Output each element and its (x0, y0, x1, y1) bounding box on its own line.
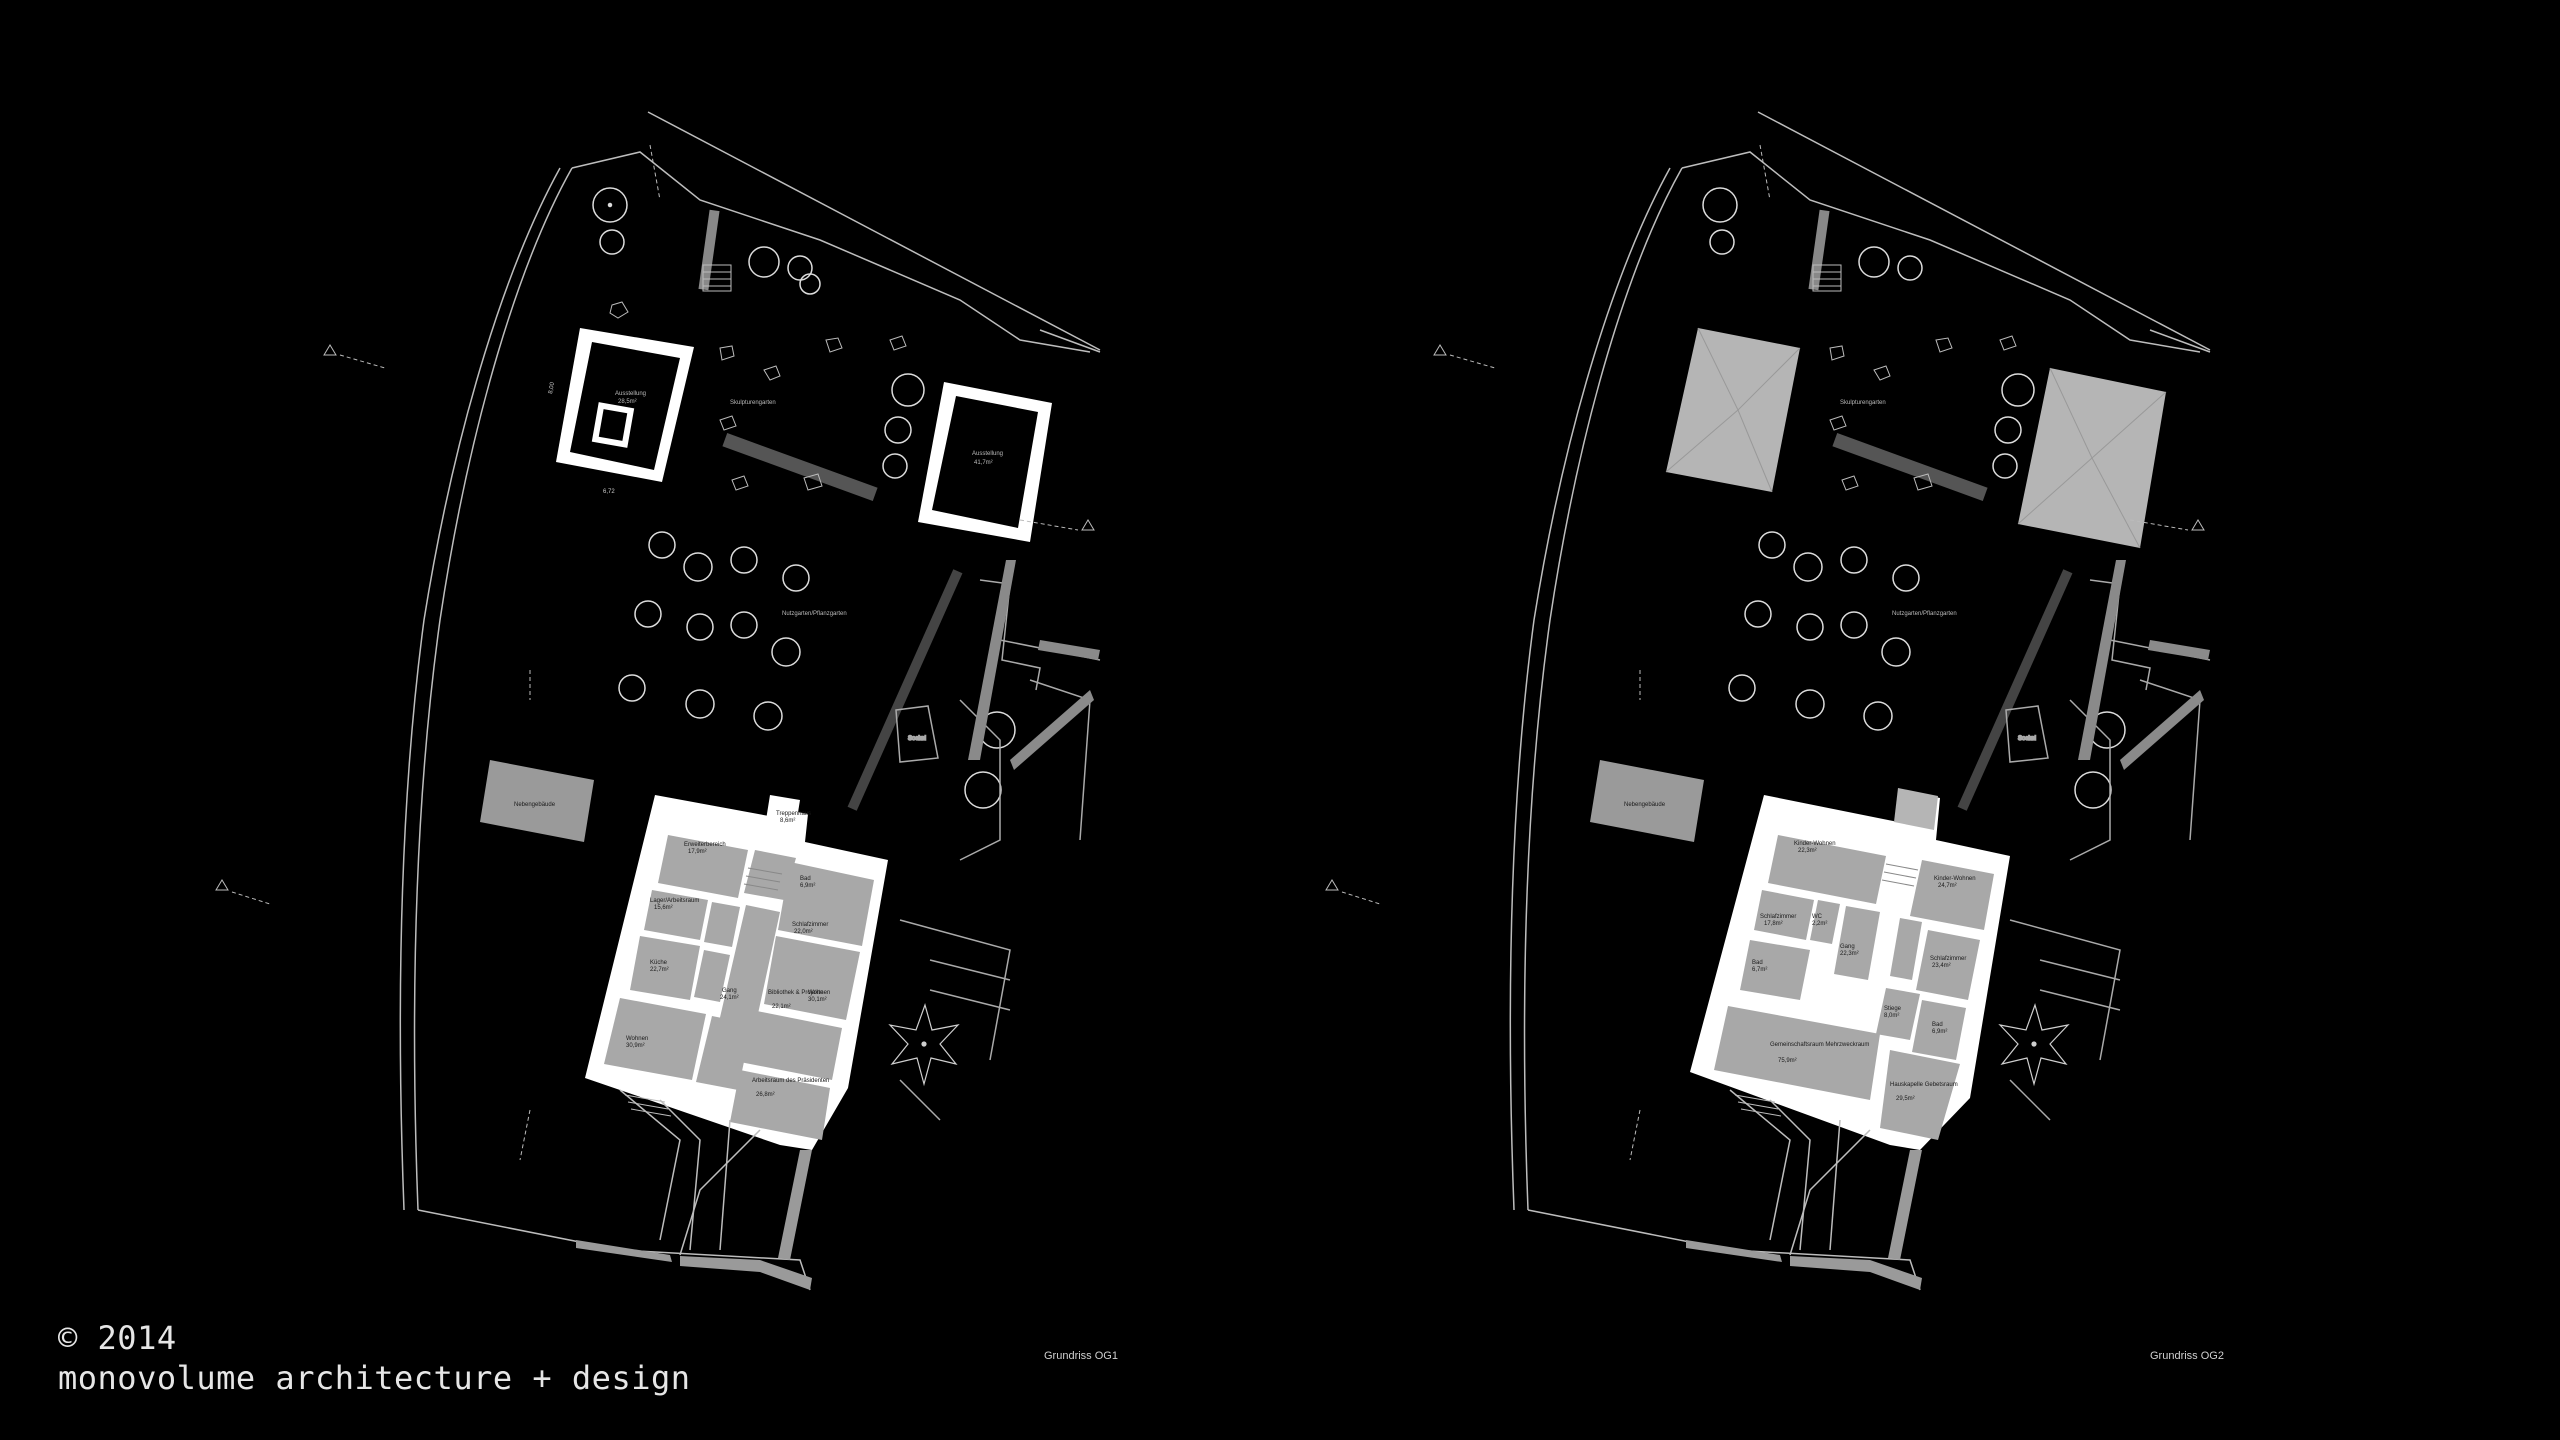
dim-width: 6,72 (603, 489, 615, 495)
annex-left-label: Ausstellung (615, 391, 646, 397)
garden-top-label: Skulpturengarten (1840, 400, 1886, 406)
main-house: Kinder-Wohnen 22,3m² Kinder-Wohnen 24,7m… (1690, 788, 2010, 1150)
plan-label: Küche (650, 960, 668, 966)
floor-plan-og1: Ausstellung 28,5m² 6,72 8,00 Ausstellung… (0, 0, 1110, 1440)
plan-label: Nebengebäude (514, 802, 556, 808)
plan-label: 75,9m² (1778, 1058, 1797, 1064)
plan-label: Bad (800, 876, 811, 882)
stairs-top (702, 264, 732, 292)
sockel: Sockel (2005, 579, 2211, 1121)
shed: Nebengebäude (1590, 760, 1704, 842)
plan-label: Bad (1932, 1022, 1943, 1028)
plan-label: Bibliothek & Projekte (768, 990, 824, 996)
plan-label: 22,7m² (650, 967, 669, 973)
dim-height: 8,00 (548, 381, 556, 394)
entrance-paths (1729, 1089, 1871, 1256)
plan-label: 24,1m² (720, 995, 739, 1001)
annex-right-label: Ausstellung (972, 451, 1003, 457)
road (1686, 1150, 1922, 1290)
plan-label: 30,1m² (808, 997, 827, 1003)
plan-label: 22,3m² (1798, 848, 1817, 854)
path-dots (1808, 209, 2073, 811)
plan-label: 8,6m² (780, 818, 795, 824)
copyright-notice: © 2014 monovolume architecture + design (58, 1318, 691, 1398)
plan-label: 6,7m² (1752, 967, 1767, 973)
plan-label: 22,0m² (794, 929, 813, 935)
plan-label: Nebengebäude (1624, 802, 1666, 808)
plan-label: Schlafzimmer (1760, 914, 1796, 920)
annex-right-roof (2017, 367, 2167, 549)
plan-label: 30,9m² (626, 1043, 645, 1049)
plan-label: Kinder-Wohnen (1794, 841, 1836, 847)
main-house: Erweiterbereich 17,9m² Treppenhaus 8,6m²… (585, 795, 888, 1150)
stairs-top (1812, 264, 1842, 292)
plan-label: 6,9m² (800, 883, 815, 889)
garden-top-label: Skulpturengarten (730, 400, 776, 406)
section-markers (1325, 144, 2205, 1161)
annex-left-area: 28,5m² (618, 399, 637, 405)
star-marker (1998, 1003, 2070, 1087)
site-boundary (399, 111, 1101, 1291)
plan-label: Schlafzimmer (792, 922, 828, 928)
plan-label: WC (1812, 914, 1823, 920)
plan-label: 15,6m² (654, 905, 673, 911)
plan-label: Lager/Arbeitsraum (650, 898, 699, 904)
entrance-stair (1734, 1094, 1782, 1117)
plan-label: Erweiterbereich (684, 842, 726, 848)
plan-label: 6,9m² (1932, 1029, 1947, 1035)
grey-walls (968, 560, 1100, 770)
plan-label: Bad (1752, 960, 1763, 966)
path-dots (698, 209, 963, 811)
plan-label: 29,5m² (1896, 1096, 1915, 1102)
sculpture-rocks (1829, 335, 2017, 491)
floor-plan-og2: Skulpturengarten Nutzgarten/Pflanzgarten… (1110, 0, 2220, 1440)
section-markers (215, 144, 1095, 1161)
plan-label: 8,0m² (1884, 1013, 1899, 1019)
entrance-paths (619, 1089, 761, 1256)
plan-caption-og1: Grundriss OG1 (1044, 1350, 1118, 1362)
plan-caption-og2: Grundriss OG2 (2150, 1350, 2224, 1362)
shed: Nebengebäude (480, 760, 594, 842)
plan-label: Kinder-Wohnen (1934, 876, 1976, 882)
annex-right: Ausstellung 41,7m² (918, 382, 1052, 542)
entrance-stair (624, 1094, 672, 1117)
copyright-year: © 2014 (58, 1319, 177, 1357)
trees (592, 187, 1016, 809)
road (576, 1150, 812, 1290)
plan-label: Wohnen (808, 990, 830, 996)
plan-label: Sockel (908, 736, 926, 742)
plan-label: 2,2m² (1812, 921, 1827, 927)
garden-mid-label: Nutzgarten/Pflanzgarten (782, 611, 847, 617)
sculpture-rocks (609, 301, 907, 491)
plan-label: 17,8m² (1764, 921, 1783, 927)
plan-label: Hauskapelle Gebetsraum (1890, 1082, 1958, 1088)
garden-mid-label: Nutzgarten/Pflanzgarten (1892, 611, 1957, 617)
annex-right-area: 41,7m² (974, 460, 993, 466)
plan-label: 23,4m² (1932, 963, 1951, 969)
plan-label: 26,8m² (756, 1092, 775, 1098)
grey-walls (2078, 560, 2210, 770)
star-marker (888, 1003, 960, 1087)
plan-label: 17,9m² (688, 849, 707, 855)
plan-label: 22,1m² (772, 1004, 791, 1010)
plan-label: Schlafzimmer (1930, 956, 1966, 962)
plan-label: Stiege (1884, 1006, 1902, 1012)
plan-label: Gang (722, 988, 737, 994)
trees (1702, 187, 2126, 809)
annex-left-roof (1665, 327, 1801, 493)
plan-label: Sockel (2018, 736, 2036, 742)
plan-label: Treppenhaus (776, 811, 811, 817)
copyright-firm: monovolume architecture + design (58, 1359, 691, 1397)
plan-label: Wohnen (626, 1036, 648, 1042)
plan-label: Gemeinschaftsraum Mehrzweckraum (1770, 1042, 1869, 1048)
plan-label: Gang (1840, 944, 1855, 950)
plan-label: 24,7m² (1938, 883, 1957, 889)
plan-label: Arbeitsraum des Präsidenten (752, 1078, 829, 1084)
annex-left: Ausstellung 28,5m² 6,72 8,00 (548, 328, 694, 495)
sockel: Sockel (895, 579, 1101, 1121)
plan-label: 22,3m² (1840, 951, 1859, 957)
site-boundary (1509, 111, 2211, 1291)
